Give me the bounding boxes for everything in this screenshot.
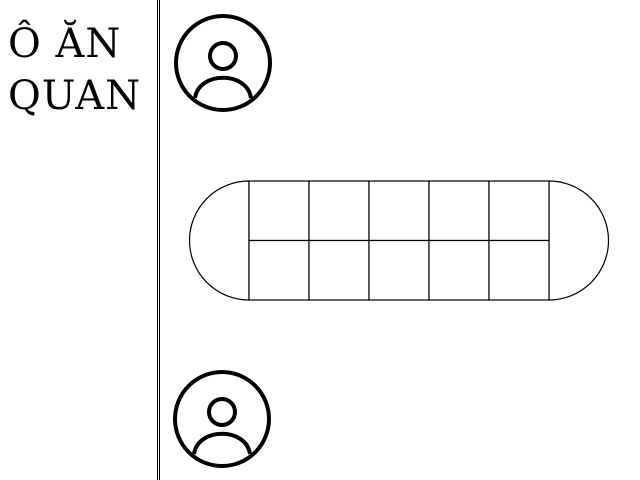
user-avatar-icon [173,370,271,468]
board-cell-bottom-2[interactable] [308,239,370,301]
left-quan-pit[interactable] [189,180,250,301]
board-cell-top-2[interactable] [308,180,370,242]
board-cell-bottom-5[interactable] [488,239,550,301]
board-cell-bottom-1[interactable] [248,239,310,301]
board-cell-top-1[interactable] [248,180,310,242]
user-avatar-icon [174,14,272,112]
board-cell-top-5[interactable] [488,180,550,242]
board-cell-bottom-3[interactable] [368,239,430,301]
board-cell-top-4[interactable] [428,180,490,242]
opponent-avatar[interactable] [173,13,273,113]
board-cell-top-3[interactable] [368,180,430,242]
game-board [189,180,610,301]
board-cell-bottom-4[interactable] [428,239,490,301]
right-quan-pit[interactable] [548,180,610,301]
game-title: Ô ĂN QUAN [8,18,158,122]
game-title-line-2: QUAN [8,73,142,119]
player-avatar[interactable] [172,369,272,469]
sidebar-divider [157,0,160,480]
game-title-line-1: Ô ĂN [8,21,122,67]
board-cells [248,180,550,301]
